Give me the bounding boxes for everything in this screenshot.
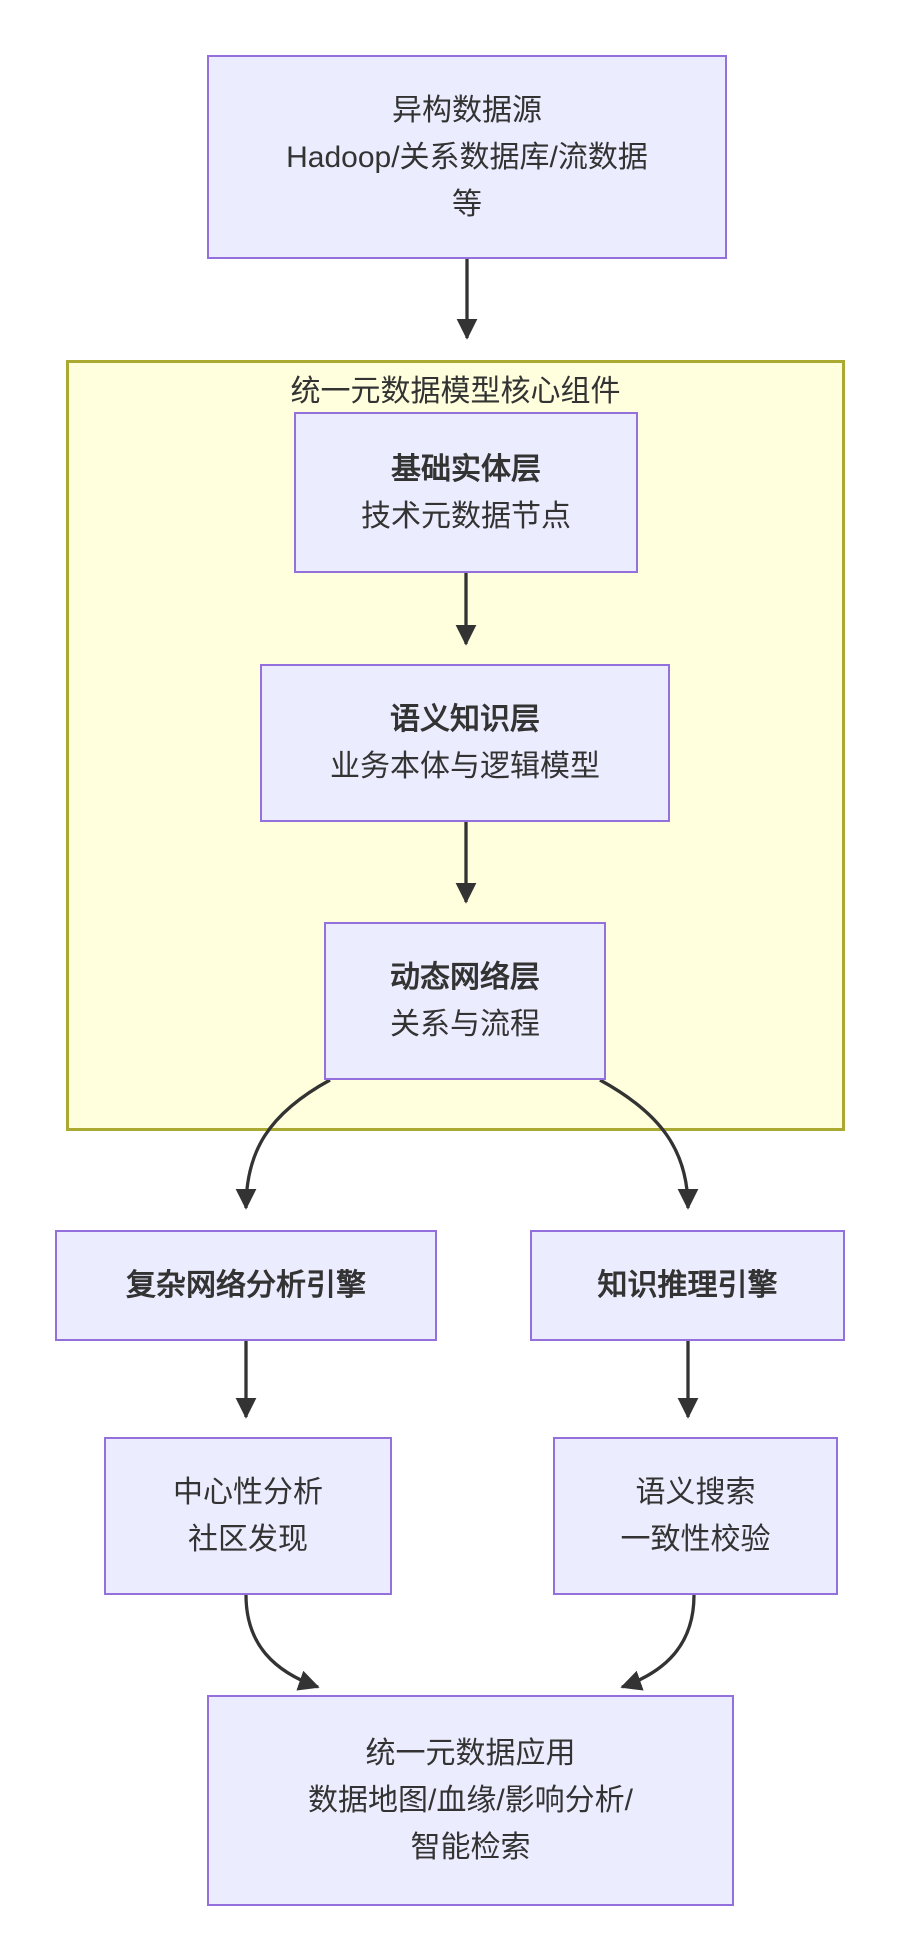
node-metadata-application-line: 智能检索 [410, 1831, 531, 1864]
node-base-entity-layer: 基础实体层 技术元数据节点 [294, 412, 638, 573]
node-network-analysis-label: 复杂网络分析引擎 [126, 1269, 366, 1302]
node-dynamic-network-layer: 动态网络层 关系与流程 [324, 922, 606, 1080]
node-semantic-search-line: 语义搜索 [635, 1476, 756, 1509]
node-dynamic-network-subtitle: 关系与流程 [390, 1008, 540, 1041]
node-base-entity-subtitle: 技术元数据节点 [361, 499, 571, 533]
node-centrality-line: 中心性分析 [173, 1476, 323, 1509]
node-data-sources-line: Hadoop/关系数据库/流数据 [286, 140, 648, 174]
edge-centrality-to-application [244, 1594, 320, 1691]
edge-search-to-application [620, 1594, 696, 1691]
node-data-sources-line: 异构数据源 [392, 93, 542, 127]
node-network-analysis-engine: 复杂网络分析引擎 [55, 1230, 437, 1341]
node-base-entity-title: 基础实体层 [391, 452, 541, 486]
node-centrality-line: 社区发现 [188, 1523, 308, 1556]
cluster-title: 统一元数据模型核心组件 [290, 375, 621, 408]
node-metadata-application-line: 统一元数据应用 [365, 1737, 576, 1770]
node-semantic-knowledge-title: 语义知识层 [390, 703, 540, 736]
node-semantic-search: 语义搜索 一致性校验 [553, 1437, 838, 1595]
node-semantic-search-line: 一致性校验 [620, 1523, 771, 1556]
node-data-sources-line: 等 [452, 187, 482, 221]
node-dynamic-network-title: 动态网络层 [390, 961, 540, 994]
node-semantic-knowledge-subtitle: 业务本体与逻辑模型 [330, 750, 600, 783]
node-knowledge-reasoning-engine: 知识推理引擎 [530, 1230, 845, 1341]
node-metadata-application-line: 数据地图/血缘/影响分析/ [307, 1784, 633, 1817]
node-data-sources: 异构数据源 Hadoop/关系数据库/流数据 等 [207, 55, 727, 259]
node-semantic-knowledge-layer: 语义知识层 业务本体与逻辑模型 [260, 664, 670, 822]
node-centrality-analysis: 中心性分析 社区发现 [104, 1437, 392, 1595]
edge-dynamic-to-reasoning-engine [599, 1078, 699, 1210]
edge-dynamic-to-analysis-engine [235, 1078, 331, 1210]
node-knowledge-reasoning-label: 知识推理引擎 [597, 1269, 778, 1302]
node-metadata-application: 统一元数据应用 数据地图/血缘/影响分析/ 智能检索 [207, 1695, 734, 1906]
